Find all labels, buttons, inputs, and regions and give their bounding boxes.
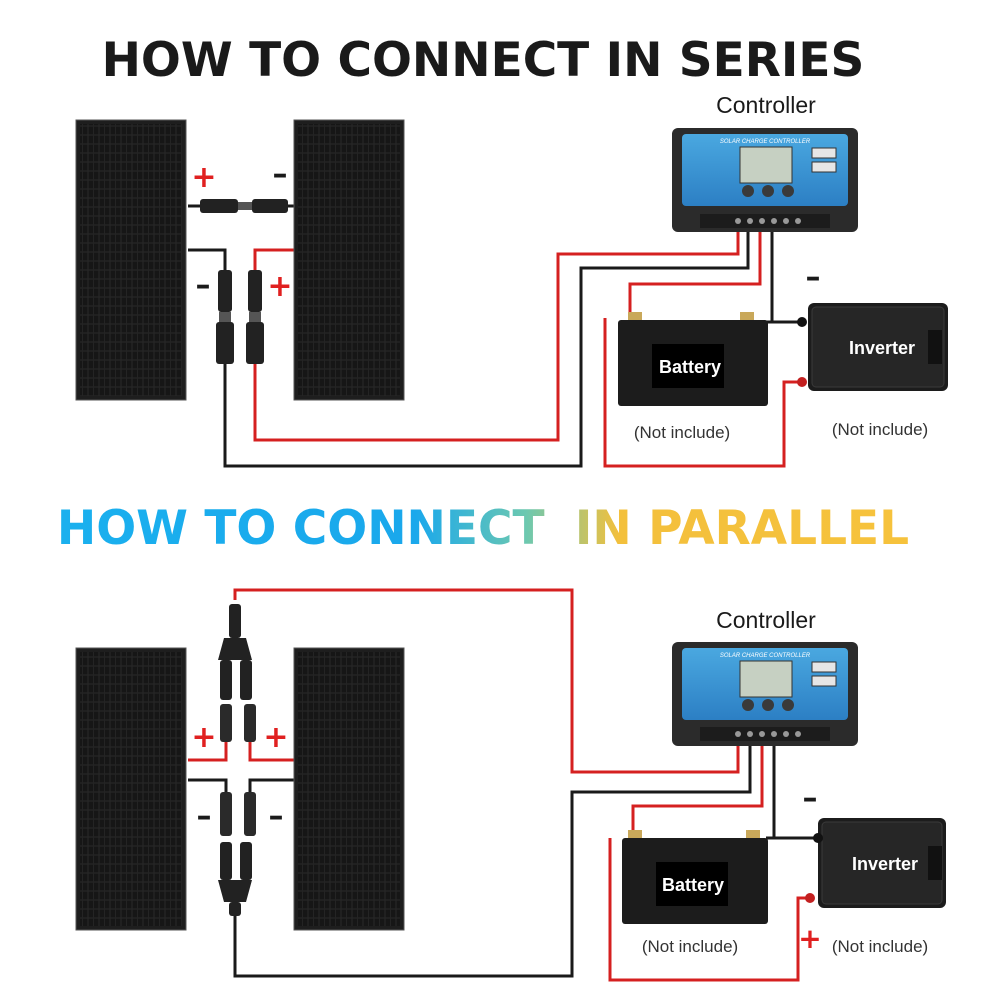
parallel-y-branch-negative	[218, 842, 252, 916]
series-inverter-note: (Not include)	[832, 420, 928, 439]
series-plus-sign-top: +	[191, 160, 216, 195]
parallel-y-branch-positive	[218, 604, 252, 700]
series-mc4-connector-positive	[246, 270, 264, 364]
parallel-mc4-connectors-negative	[220, 792, 256, 836]
parallel-battery-black-wire	[766, 744, 776, 840]
series-red-pv-wire	[253, 232, 740, 442]
parallel-title-part2: IN PARALLEL	[575, 501, 909, 556]
parallel-plus-sign-inverter: +	[798, 922, 821, 955]
parallel-title: HOW TO CONNECT IN PARALLEL	[57, 501, 909, 556]
series-inverter-positive-wire	[603, 318, 800, 468]
parallel-solar-panel-right	[293, 647, 405, 931]
series-charge-controller: SOLAR CHARGE CONTROLLER	[672, 128, 858, 232]
parallel-minus-sign-left: –	[197, 799, 212, 834]
series-solar-panel-right	[293, 119, 405, 401]
parallel-mc4-connectors-positive	[220, 704, 256, 742]
parallel-controller-panel-text: SOLAR CHARGE CONTROLLER	[720, 653, 811, 659]
parallel-battery: Battery	[622, 830, 768, 924]
series-section: HOW TO CONNECT IN SERIES	[75, 33, 948, 468]
series-title: HOW TO CONNECT IN SERIES	[102, 33, 865, 88]
parallel-inverter-positive-wire	[608, 838, 810, 982]
parallel-left-negative-lead	[188, 778, 228, 792]
series-controller-panel-text: SOLAR CHARGE CONTROLLER	[720, 139, 811, 145]
series-battery-red-wire	[628, 232, 762, 318]
series-minus-sign-inverter: –	[806, 260, 821, 295]
parallel-battery-red-wire	[631, 744, 764, 836]
parallel-minus-sign-right: –	[269, 799, 284, 834]
parallel-left-positive-lead	[188, 742, 228, 762]
parallel-battery-note: (Not include)	[642, 937, 738, 956]
parallel-inverter: Inverter	[805, 818, 946, 908]
parallel-inverter-label: Inverter	[852, 854, 918, 874]
series-mc4-connector-negative	[216, 270, 234, 364]
parallel-right-positive-lead	[248, 742, 296, 762]
parallel-charge-controller: SOLAR CHARGE CONTROLLER	[672, 642, 858, 746]
parallel-wires	[188, 588, 818, 982]
parallel-controller-label: Controller	[716, 607, 816, 633]
parallel-battery-label: Battery	[662, 875, 724, 895]
series-minus-sign-top: –	[273, 157, 288, 192]
series-solar-panel-left	[75, 119, 187, 401]
parallel-minus-sign-inverter: –	[803, 781, 818, 816]
series-inverter-label: Inverter	[849, 338, 915, 358]
parallel-right-negative-lead	[248, 778, 296, 792]
series-battery-label: Battery	[659, 357, 721, 377]
parallel-red-pv-wire	[233, 588, 740, 774]
parallel-section: HOW TO CONNECT IN PARALLEL	[57, 501, 946, 982]
series-minus-sign-lower: –	[196, 268, 211, 303]
series-mc4-connector-link	[200, 199, 288, 213]
series-battery: Battery	[618, 312, 768, 406]
series-battery-black-wire	[766, 232, 774, 324]
parallel-inverter-note: (Not include)	[832, 937, 928, 956]
series-wires	[188, 204, 800, 468]
parallel-plus-sign-right: +	[263, 720, 288, 755]
parallel-black-pv-wire	[233, 744, 752, 978]
series-controller-label: Controller	[716, 92, 816, 118]
series-black-pv-wire	[223, 232, 750, 468]
parallel-title-part1: HOW TO CONNECT	[57, 501, 545, 556]
series-battery-note: (Not include)	[634, 423, 730, 442]
series-plus-sign-lower: +	[267, 269, 292, 304]
parallel-solar-panel-left	[75, 647, 187, 931]
series-inverter: Inverter	[797, 303, 948, 391]
parallel-plus-sign-left: +	[191, 720, 216, 755]
